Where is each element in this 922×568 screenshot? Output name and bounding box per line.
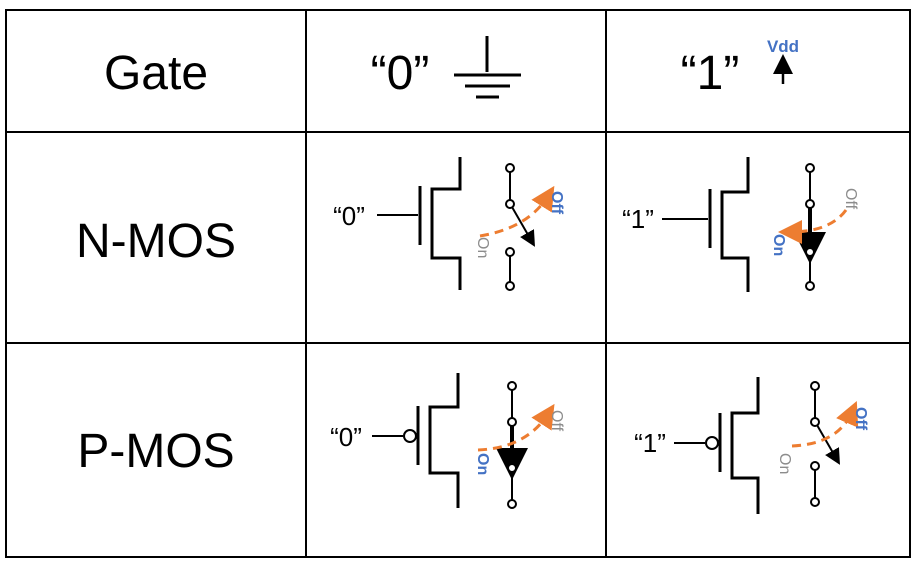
vdd-label: Vdd [767,37,799,56]
on-label: On [770,234,787,256]
nmos-transistor-symbol [662,157,750,292]
switch-icon [810,381,840,507]
switch-icon [496,381,528,509]
off-label: Off [852,407,869,431]
ground-icon [454,36,521,99]
header-gate-label: Gate [104,47,208,100]
pmos-transistor-symbol [372,373,460,508]
row-label-nmos: N-MOS [76,215,236,268]
row-label-pmos: P-MOS [77,425,234,478]
header-zero-label: “0” [371,47,430,100]
on-label: On [474,237,491,258]
on-label: On [776,453,793,474]
table-grid [5,9,911,558]
nmos-zero-cell: “0” Off On [333,157,565,291]
pmos-one-cell: “1” Off On [634,377,869,514]
gate-input-label: “0” [333,201,365,231]
switch-icon [505,163,535,291]
gate-input-label: “1” [622,204,654,234]
switch-icon [794,163,826,291]
nmos-transistor-symbol [377,157,462,290]
gate-input-label: “0” [330,422,362,452]
gate-input-label: “1” [634,428,666,458]
arrow-icon [791,401,859,448]
pmos-transistor-symbol [674,377,760,514]
on-label: On [474,453,491,475]
off-label: Off [548,410,565,432]
arrow-icon [778,209,848,244]
pmos-zero-cell: “0” Off On [330,373,565,509]
header-one-label: “1” [681,47,740,100]
nmos-one-cell: “1” Off On [622,157,859,292]
off-label: Off [548,191,565,215]
off-label: Off [842,188,859,210]
